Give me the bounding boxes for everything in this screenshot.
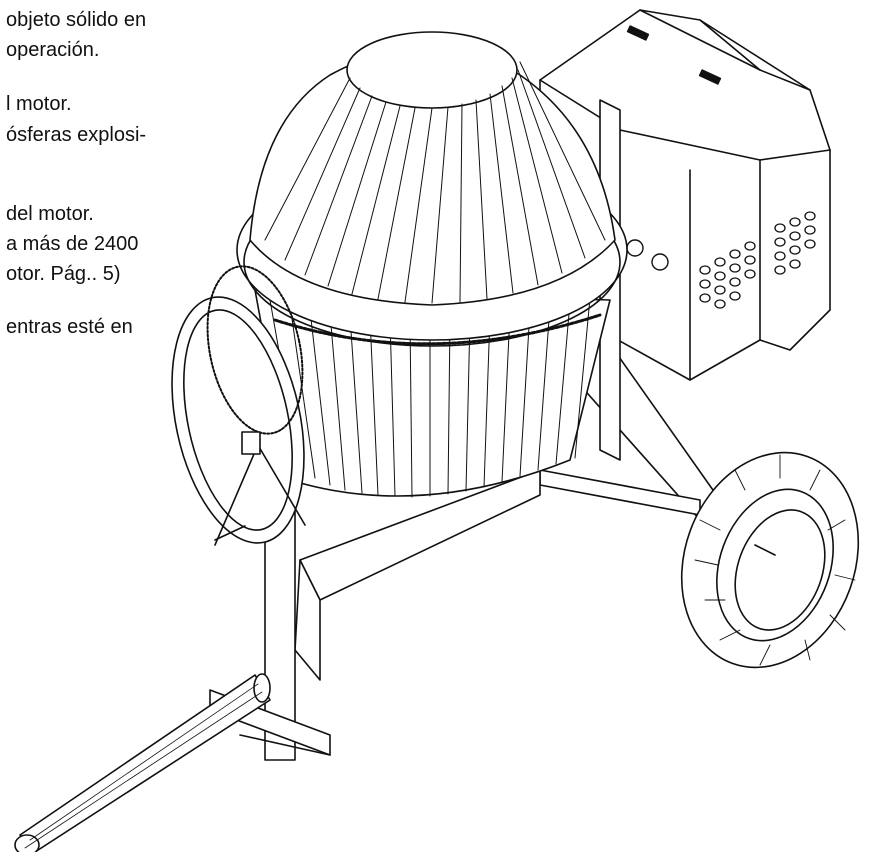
tow-bar xyxy=(14,673,271,852)
text-line-8: entras esté en xyxy=(6,316,133,338)
text-line-3: l motor. xyxy=(6,93,72,115)
text-line-2: operación. xyxy=(6,39,100,61)
hand-wheel xyxy=(171,265,306,546)
text-line-4: ósferas explosi- xyxy=(6,124,147,146)
wheel xyxy=(680,451,860,669)
text-line-1: objeto sólido en xyxy=(6,9,147,31)
text-line-7: otor. Pág.. 5) xyxy=(6,263,121,285)
text-line-6: a más de 2400 xyxy=(6,233,139,255)
text-line-5: del motor. xyxy=(6,203,94,225)
mixer-drum xyxy=(236,31,628,498)
